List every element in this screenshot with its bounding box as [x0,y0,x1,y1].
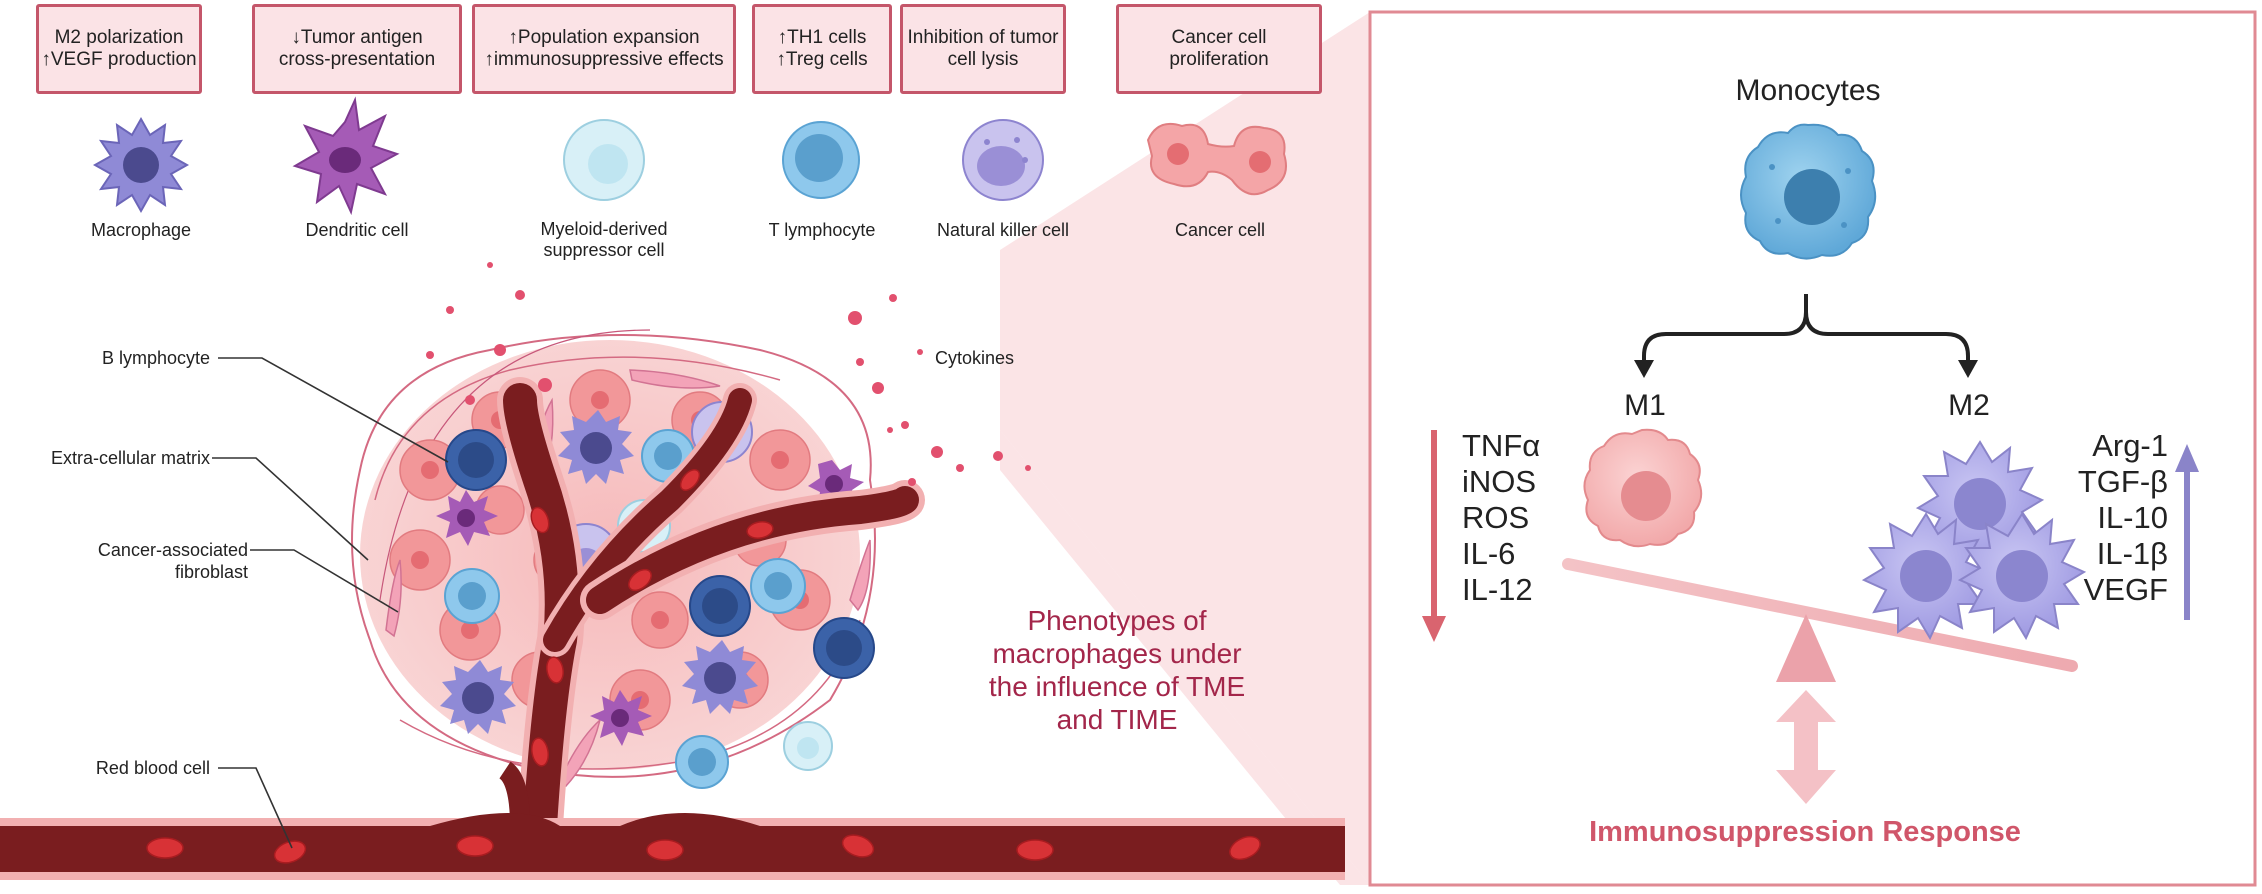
nk-cell-icon [962,119,1044,201]
cell-label-dendritic: Dendritic cell [257,220,457,241]
box-line: ↑immunosuppressive effects [484,49,724,70]
m2-marker: VEGF [2083,572,2168,607]
seesaw-fulcrum [1776,614,1836,682]
b-lymphocyte-cell [445,429,507,491]
box-line: Inhibition of tumor [907,27,1059,48]
m2-macrophage-cluster [1861,440,2087,641]
dendritic-cell-icon [292,96,400,216]
m2-marker: TGF-β [2077,464,2168,499]
cell-label-line: Dendritic cell [305,220,409,240]
effect-box-macrophage: M2 polarization ↑VEGF production [36,4,202,94]
m1-marker-list: TNFα iNOS ROS IL-6 IL-12 [1462,428,1540,608]
caf-line: Cancer-associated [97,540,248,560]
cell-label-line: suppressor cell [543,240,665,260]
box-line: ↑Population expansion [508,27,700,48]
cell-label-t-lymphocyte: T lymphocyte [722,220,922,241]
cell-label-cancer-cell: Cancer cell [1120,220,1320,241]
caption-line: the influence of TME [988,671,1246,702]
m2-up-arrow [2175,444,2199,620]
arrow-head-m2 [1958,360,1978,378]
monocyte-cell [1740,123,1877,260]
arrow-head-m1 [1634,360,1654,378]
seesaw-beam [1562,558,2078,672]
effect-box-mdsc: ↑Population expansion ↑immunosuppressive… [472,4,736,94]
annotation-leaders [212,357,449,849]
immunosuppression-response-label: Immunosuppression Response [1589,816,2021,848]
cancer-cell-icon [1146,122,1287,196]
box-line: ↑VEGF production [41,49,197,70]
phenotype-caption: Phenotypes of macrophages under the infl… [960,604,1274,736]
effect-box-nk-cell: Inhibition of tumor cell lysis [900,4,1066,94]
response-double-arrow [1776,690,1836,804]
zoom-wedge-lower [1000,430,1370,885]
box-line: cell lysis [947,49,1019,70]
box-line: cross-presentation [278,49,436,70]
monocytes-title: Monocytes [1735,74,1881,107]
cell-label-line: T lymphocyte [768,220,876,240]
caption-line: macrophages under [992,638,1242,669]
t-lymphocyte-icon [782,121,860,199]
box-line: M2 polarization [54,27,184,48]
branch-arrows [1642,294,1970,362]
effect-box-cancer-cell: Cancer cell proliferation [1116,4,1322,94]
box-line: ↑Treg cells [776,49,868,70]
m1-macrophage-cell [1583,428,1703,548]
cell-label-macrophage: Macrophage [41,220,241,241]
caption-line: Phenotypes of [1027,605,1207,636]
cell-label-nk-cell: Natural killer cell [903,220,1103,241]
m2-label: M2 [1948,389,1990,422]
m1-label: M1 [1624,389,1666,422]
caf-line: fibroblast [174,562,248,582]
m1-down-arrow [1422,430,1446,642]
label-cancer-associated-fibroblast: Cancer-associated fibroblast [98,539,248,583]
cell-label-line: Macrophage [90,220,192,240]
m2-marker: IL-1β [2096,536,2168,571]
effect-box-t-lymphocyte: ↑TH1 cells ↑Treg cells [752,4,892,94]
mdsc-icon [563,119,645,201]
cell-label-mdsc: Myeloid-derived suppressor cell [504,219,704,261]
caption-line: and TIME [1056,704,1178,735]
box-line: Cancer cell [1171,27,1267,48]
m1-marker: ROS [1462,500,1530,535]
cytokine-dots [426,262,1031,486]
tumor-macrophage [558,410,634,484]
label-b-lymphocyte: B lymphocyte [101,348,210,368]
m1-marker: TNFα [1462,428,1541,463]
m1-marker: IL-6 [1462,536,1516,571]
box-line: ↓Tumor antigen [291,27,423,48]
m2-marker: IL-10 [2097,500,2168,535]
macrophage-icon [92,116,190,214]
cell-label-line: Cancer cell [1174,220,1266,240]
m2-marker: Arg-1 [2092,428,2168,463]
m1-marker: IL-12 [1462,572,1533,607]
cell-label-line: Natural killer cell [936,220,1070,240]
m2-marker-list: Arg-1 TGF-β IL-10 IL-1β VEGF [2078,428,2168,608]
cell-label-line: Myeloid-derived [540,219,668,239]
box-line: ↑TH1 cells [777,27,867,48]
m1-marker: iNOS [1462,464,1537,499]
zoom-wedge [1000,12,1370,885]
box-line: proliferation [1169,49,1269,70]
label-cytokines: Cytokines [935,348,1015,368]
blood-vessels [0,377,1345,880]
label-extra-cellular-matrix: Extra-cellular matrix [50,448,210,468]
label-red-blood-cell: Red blood cell [95,758,210,778]
effect-box-dendritic: ↓Tumor antigen cross-presentation [252,4,462,94]
